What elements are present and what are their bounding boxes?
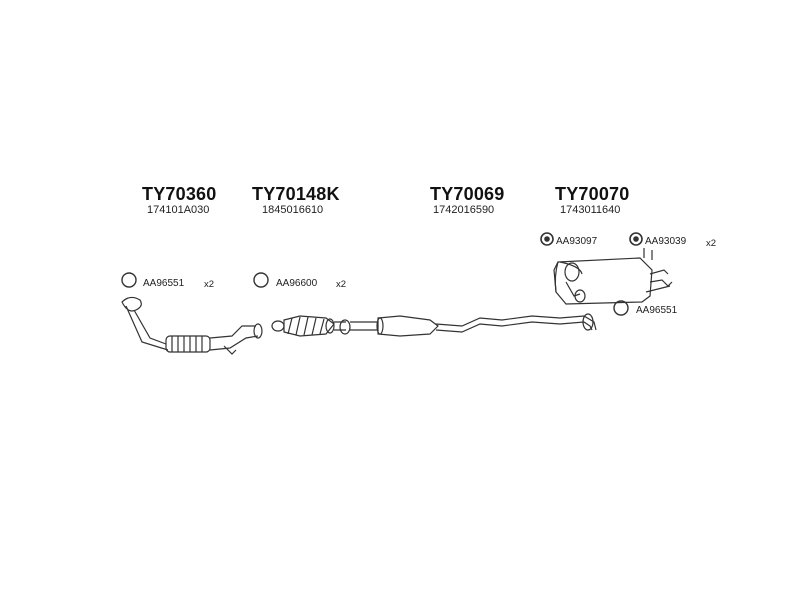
accessory-code[interactable]: AA96551 [636, 305, 678, 316]
ring-gasket-icon[interactable] [253, 272, 269, 288]
accessory-quantity: x2 [336, 279, 347, 290]
rubber-hanger-icon[interactable] [629, 232, 643, 246]
ring-gasket-icon[interactable] [121, 272, 137, 288]
accessory-code[interactable]: AA96600 [276, 278, 318, 289]
part-code-front-pipe[interactable]: TY70360 [142, 184, 217, 204]
oem-number-catalytic-converter: 1845016610 [262, 204, 324, 216]
middle-silencer-part[interactable] [339, 313, 597, 337]
accessory-quantity: x2 [706, 238, 717, 249]
part-code-rear-silencer[interactable]: TY70070 [555, 184, 630, 204]
rubber-hanger-icon[interactable] [540, 232, 554, 246]
accessory-code[interactable]: AA96551 [143, 278, 185, 289]
part-code-catalytic-converter[interactable]: TY70148K [252, 184, 340, 204]
catalytic-converter-part[interactable] [271, 315, 346, 337]
accessory-code[interactable]: AA93097 [556, 236, 598, 247]
rear-silencer-part[interactable] [553, 248, 673, 305]
accessory-quantity: x2 [204, 279, 215, 290]
part-code-middle-silencer[interactable]: TY70069 [430, 184, 505, 204]
front-pipe-part[interactable] [121, 296, 263, 355]
ring-gasket-icon[interactable] [613, 300, 629, 316]
accessory-code[interactable]: AA93039 [645, 236, 687, 247]
oem-number-middle-silencer: 1742016590 [433, 204, 495, 216]
oem-number-rear-silencer: 1743011640 [560, 204, 621, 216]
oem-number-front-pipe: 174101A030 [147, 204, 210, 216]
